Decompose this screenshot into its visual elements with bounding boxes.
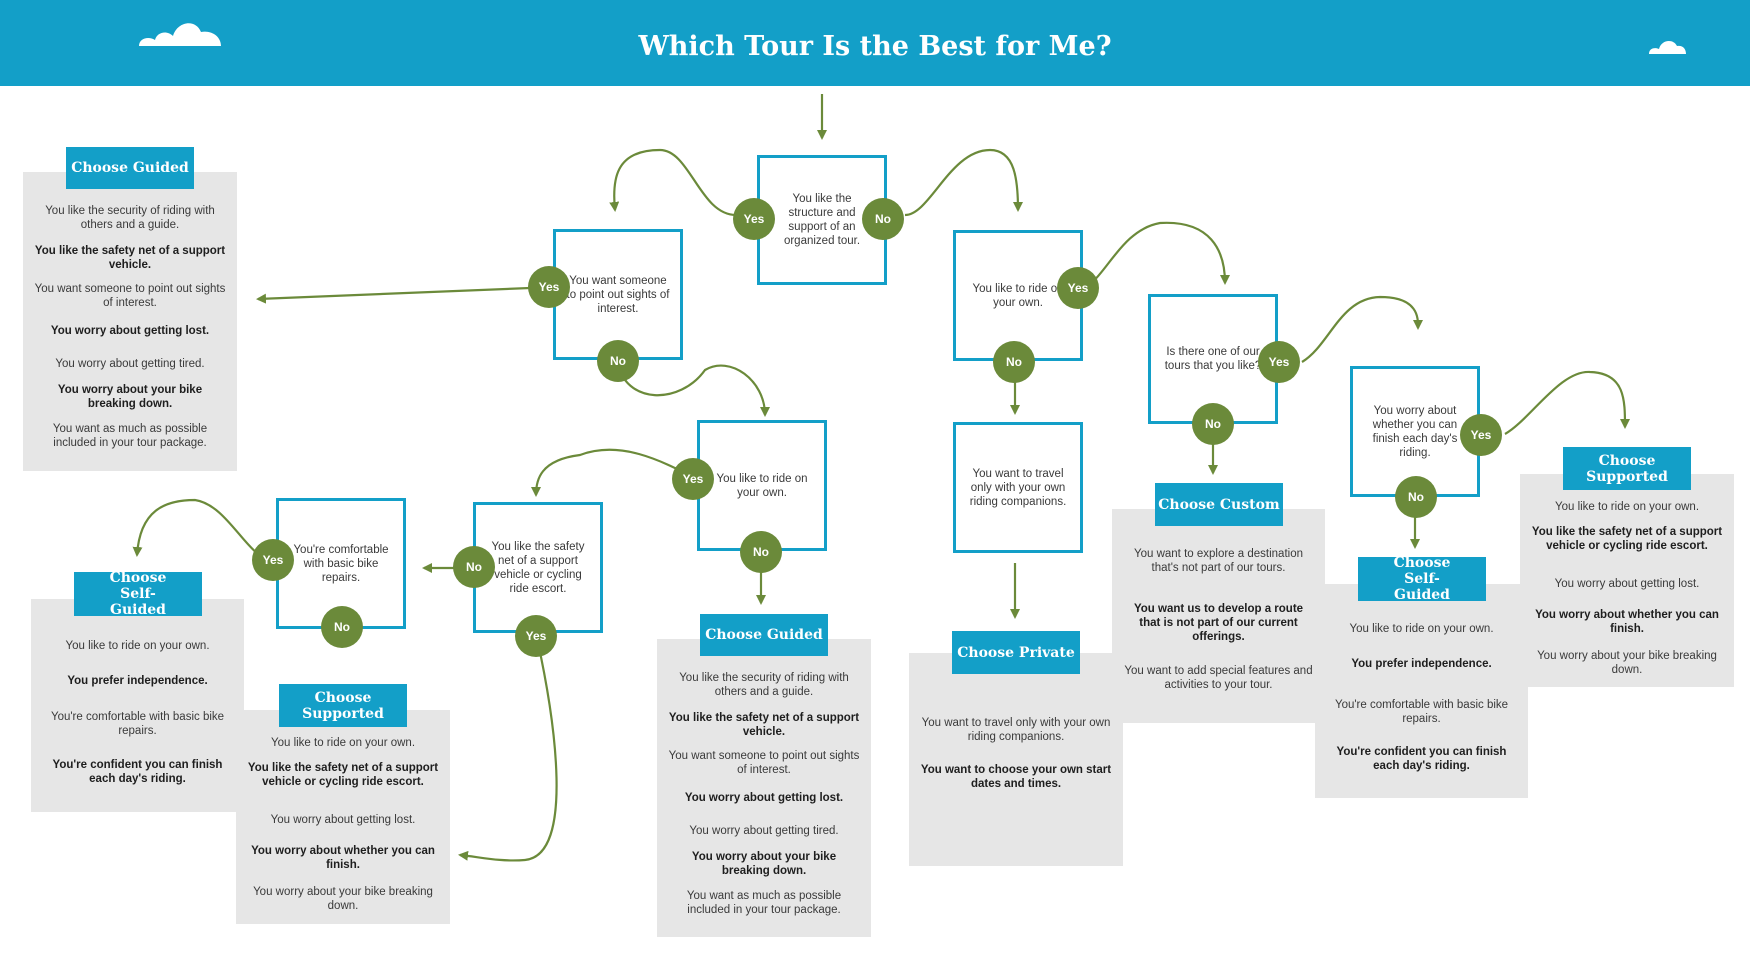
- outcome-guided-middle-label: Choose Guided: [700, 614, 828, 656]
- question-existing-tour: Is there one of our tours that you like?: [1148, 294, 1278, 424]
- outcome-supported-right-label: Choose Supported: [1563, 447, 1691, 490]
- outcome-selfguided-right-label: Choose Self-Guided: [1358, 555, 1486, 603]
- outcome-custom-label: Choose Custom: [1155, 483, 1283, 526]
- question-sights-of-interest: You want someone to point out sights of …: [553, 229, 683, 360]
- answer-yes-badge: Yes: [1460, 414, 1502, 456]
- outcome-guided-left-panel: You like the security of riding with oth…: [23, 172, 237, 471]
- answer-no-badge: No: [1192, 403, 1234, 445]
- outcome-selfguided-left-panel: You like to ride on your own. You prefer…: [31, 599, 244, 812]
- outcome-custom-panel: You want to explore a destination that's…: [1112, 509, 1325, 723]
- answer-no-badge: No: [740, 531, 782, 573]
- header-banner: [0, 0, 1750, 86]
- question-finish-riding: You worry about whether you can finish e…: [1350, 366, 1480, 497]
- cloud-icon: [1649, 40, 1686, 54]
- outcome-supported-right-panel: You like to ride on your own. You like t…: [1520, 474, 1734, 687]
- answer-no-badge: No: [321, 606, 363, 648]
- answer-no-badge: No: [1395, 476, 1437, 518]
- answer-yes-badge: Yes: [252, 539, 294, 581]
- answer-yes-badge: Yes: [515, 615, 557, 657]
- outcome-private-panel: You want to travel only with your own ri…: [909, 653, 1123, 866]
- answer-yes-badge: Yes: [672, 458, 714, 500]
- answer-no-badge: No: [597, 340, 639, 382]
- cloud-icon: [139, 23, 221, 46]
- answer-no-badge: No: [453, 546, 495, 588]
- page-title: Which Tour Is the Best for Me?: [638, 31, 1112, 62]
- answer-yes-badge: Yes: [1057, 267, 1099, 309]
- answer-yes-badge: Yes: [1258, 341, 1300, 383]
- outcome-selfguided-left-label: Choose Self-Guided: [74, 570, 202, 618]
- answer-yes-badge: Yes: [528, 266, 570, 308]
- outcome-supported-left-label: Choose Supported: [279, 684, 407, 727]
- answer-yes-badge: Yes: [733, 198, 775, 240]
- outcome-private-label: Choose Private: [952, 631, 1080, 674]
- question-own-companions: You want to travel only with your own ri…: [953, 422, 1083, 553]
- outcome-selfguided-right-panel: You like to ride on your own. You prefer…: [1315, 584, 1528, 798]
- outcome-guided-left-label: Choose Guided: [66, 147, 194, 189]
- answer-no-badge: No: [993, 341, 1035, 383]
- outcome-supported-left-panel: You like to ride on your own. You like t…: [236, 710, 450, 924]
- outcome-guided-middle-panel: You like the security of riding with oth…: [657, 639, 871, 937]
- answer-no-badge: No: [862, 198, 904, 240]
